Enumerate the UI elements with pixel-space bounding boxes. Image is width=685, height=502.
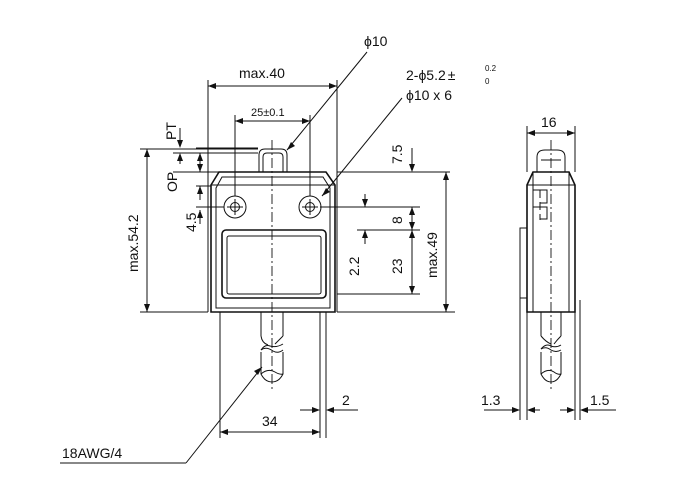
mounting-hole-right xyxy=(298,195,322,219)
front-view xyxy=(210,140,336,438)
leader-holes: 2-ϕ5.2± 0.2 0 ϕ10 x 6 xyxy=(321,64,497,197)
label-max49: max.49 xyxy=(424,232,440,278)
label-2: 2 xyxy=(342,392,350,408)
dim-8: 8 xyxy=(320,206,420,231)
mounting-hole-left xyxy=(223,195,247,219)
dim-34: 34 xyxy=(220,413,320,435)
dim-2: 2 xyxy=(300,392,358,413)
dim-max40: max.40 xyxy=(207,65,338,312)
dim-23: 23 xyxy=(337,230,420,295)
label-75: 7.5 xyxy=(389,144,405,164)
label-pt: PT xyxy=(163,122,179,140)
front-window xyxy=(221,229,327,299)
label-holes-tol-up: 0.2 xyxy=(485,64,497,73)
label-45: 4.5 xyxy=(183,212,199,232)
label-phi10: ϕ10 xyxy=(364,33,388,49)
leader-phi10: ϕ10 xyxy=(286,33,388,151)
label-16: 16 xyxy=(541,114,557,130)
dim-45: 4.5 xyxy=(183,171,224,232)
dim-max49: max.49 xyxy=(337,172,455,313)
side-body xyxy=(519,171,576,313)
label-34: 34 xyxy=(262,413,278,429)
label-holes-tol-low: 0 xyxy=(485,77,490,86)
leader-awg: 18AWG/4 xyxy=(60,366,263,464)
switch-body xyxy=(210,171,336,313)
dim-pt: PT xyxy=(163,122,258,164)
label-25: 25±0.1 xyxy=(251,107,285,119)
label-15: 1.5 xyxy=(590,392,610,408)
label-8: 8 xyxy=(389,216,405,224)
label-max40: max.40 xyxy=(239,65,285,81)
side-cable xyxy=(540,312,562,383)
side-view xyxy=(519,140,581,420)
dim-max54: max.54.2 xyxy=(125,148,258,313)
label-holes: 2-ϕ5.2± xyxy=(406,67,456,83)
label-holes-2: ϕ10 x 6 xyxy=(406,87,452,103)
plunger xyxy=(258,148,288,172)
cable xyxy=(260,312,284,383)
label-op: OP xyxy=(164,172,180,192)
label-23: 23 xyxy=(389,258,405,274)
dim-16: 16 xyxy=(526,114,576,172)
dim-13: 1.3 xyxy=(481,392,540,413)
dim-25: 25±0.1 xyxy=(234,107,311,196)
dim-15: 1.5 xyxy=(560,392,616,413)
dim-22: 2.2 xyxy=(346,194,368,276)
label-22: 2.2 xyxy=(346,256,362,276)
label-max54: max.54.2 xyxy=(125,214,141,272)
dim-75: 7.5 xyxy=(337,144,450,173)
label-awg: 18AWG/4 xyxy=(62,445,122,461)
label-13: 1.3 xyxy=(481,392,501,408)
